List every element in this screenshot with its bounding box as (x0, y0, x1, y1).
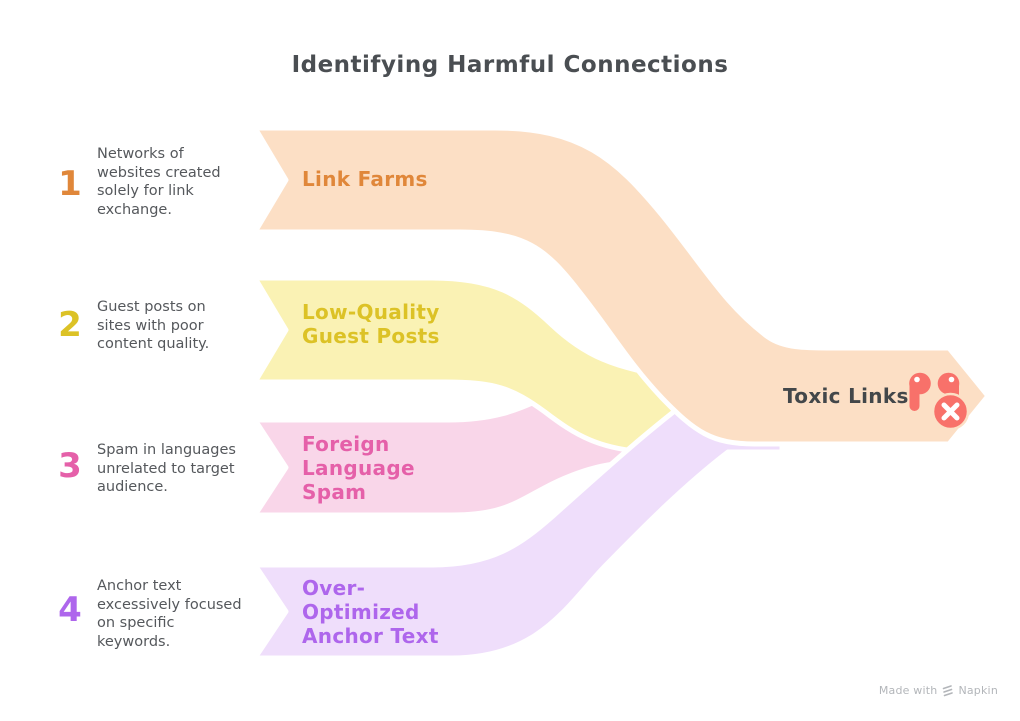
ribbon-link-farms-toxic-links-arrow (252, 125, 991, 447)
broken-link-icon (909, 372, 970, 431)
watermark-prefix: Made with (878, 684, 938, 697)
item-number-3: 3 (58, 446, 82, 486)
item-description-4: Anchor text excessively focused on speci… (97, 578, 242, 650)
watermark-suffix: Napkin (958, 684, 998, 697)
band-label-over-optimized-anchor-text: Over- Optimized Anchor Text (302, 576, 439, 648)
item-number-2: 2 (58, 305, 82, 345)
item-description-2: Guest posts on sites with poor content q… (97, 299, 210, 352)
napkin-logo-icon (943, 685, 954, 697)
diagram-title: Identifying Harmful Connections (291, 52, 729, 78)
item-number-4: 4 (58, 590, 82, 630)
item-description-3: Spam in languages unrelated to target au… (97, 442, 236, 495)
band-label-link-farms: Link Farms (302, 167, 428, 191)
band-label-low-quality-guest-posts: Low-Quality Guest Posts (302, 300, 440, 348)
ribbon-over-optimized-anchor-text (252, 383, 785, 661)
band-label-foreign-language-spam: Foreign Language Spam (302, 432, 415, 504)
item-description-1: Networks of websites created solely for … (97, 146, 221, 218)
item-number-1: 1 (58, 164, 82, 204)
napkin-watermark: Made with Napkin (879, 684, 998, 697)
result-label-toxic-links: Toxic Links (783, 384, 909, 408)
